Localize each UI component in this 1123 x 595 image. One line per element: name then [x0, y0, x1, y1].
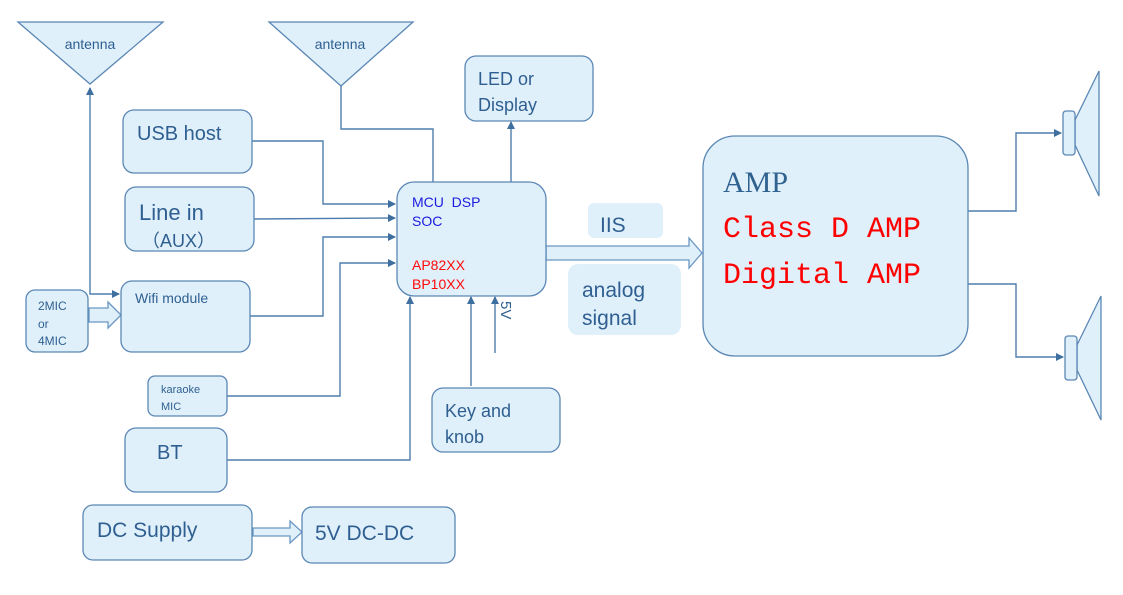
antenna-center-label: antenna	[315, 36, 366, 52]
karaoke-mic-block: karaoke MIC	[147, 375, 228, 417]
usb-host-block: USB host	[122, 109, 253, 174]
bt-block: BT	[124, 427, 228, 493]
antenna-left-label: antenna	[65, 36, 116, 52]
bt-label: BT	[157, 442, 183, 464]
iis-label-block: IIS	[588, 203, 663, 238]
karaoke-mic-line2: MIC	[161, 401, 181, 413]
analog-signal-line2: signal	[582, 307, 637, 330]
led-display-line2: Display	[478, 95, 537, 115]
arrow-mic-to-wifi	[88, 300, 122, 330]
soc-label-soc: SOC	[412, 213, 442, 229]
wire-amp-to-speaker-top	[968, 129, 1062, 212]
usb-host-label: USB host	[137, 123, 222, 145]
soc-label-mcu-dsp: MCU DSP	[412, 194, 480, 210]
dc-dc-block: 5V DC-DC	[301, 506, 456, 564]
analog-signal-label-block: analog signal	[568, 264, 681, 335]
arrow-dc-to-dcdc	[252, 519, 303, 545]
karaoke-mic-line1: karaoke	[161, 384, 200, 396]
line-in-block: Line in （AUX）	[124, 186, 255, 252]
mic-array-line2: or	[38, 317, 49, 331]
amp-block: AMP Class D AMP Digital AMP	[702, 135, 969, 357]
wire-bt-to-soc	[227, 296, 414, 461]
line-in-label: Line in	[139, 200, 204, 225]
analog-signal-line1: analog	[582, 279, 645, 302]
speaker-bottom-icon	[1064, 295, 1102, 421]
key-knob-line1: Key and	[445, 401, 511, 421]
led-display-block: LED or Display	[464, 55, 594, 122]
wire-linein-to-soc	[253, 214, 396, 223]
iis-label: IIS	[600, 214, 626, 237]
wire-wifi-to-soc	[250, 233, 396, 317]
wire-usb-to-soc	[252, 140, 396, 208]
soc-block: MCU DSP SOC AP82XX BP10XX	[396, 181, 547, 297]
led-display-line1: LED or	[478, 69, 534, 89]
amp-class-d: Class D AMP	[723, 213, 921, 247]
wire-karaoke-to-soc	[227, 259, 396, 397]
line-in-aux-label: （AUX）	[142, 231, 215, 251]
mic-array-line3: 4MIC	[38, 334, 67, 348]
soc-label-ap82xx: AP82XX	[412, 257, 466, 273]
dc-supply-block: DC Supply	[82, 504, 253, 561]
speaker-top-icon	[1062, 70, 1100, 197]
wire-antenna-wifi-feed	[89, 200, 120, 298]
amp-title: AMP	[723, 166, 788, 199]
mic-array-line1: 2MIC	[38, 299, 67, 313]
antenna-center: antenna	[267, 21, 415, 87]
wifi-module-block: Wifi module	[120, 280, 251, 353]
key-knob-line2: knob	[445, 427, 484, 447]
power-5v-label: 5V	[497, 301, 514, 319]
dc-supply-label: DC Supply	[97, 519, 198, 542]
wifi-module-label: Wifi module	[135, 290, 208, 306]
antenna-left: antenna	[16, 21, 165, 85]
key-knob-block: Key and knob	[431, 387, 561, 453]
dc-dc-label: 5V DC-DC	[315, 522, 414, 545]
wire-amp-to-speaker-bottom	[968, 283, 1064, 361]
soc-label-bp10xx: BP10XX	[412, 276, 466, 292]
mic-array-block: 2MIC or 4MIC	[25, 289, 89, 353]
amp-digital: Digital AMP	[723, 259, 921, 293]
wire-antenna-center-to-soc	[340, 86, 434, 182]
arrow-soc-to-amp	[545, 236, 703, 270]
